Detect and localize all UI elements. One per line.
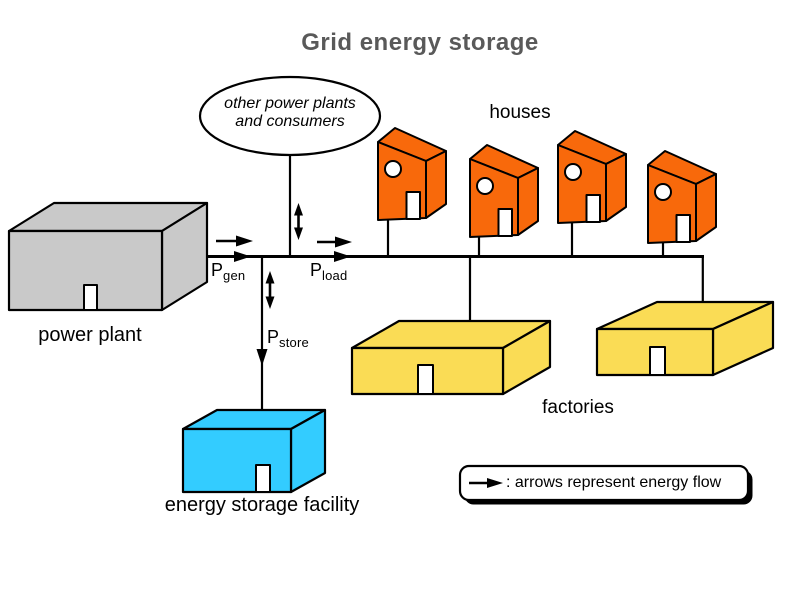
factory-1	[350, 319, 552, 396]
pgen-symbol: P	[211, 260, 224, 280]
ellipse-label-line2: and consumers	[235, 113, 345, 130]
energy-flow-arrow-icon	[469, 478, 503, 488]
factory-door	[649, 346, 666, 376]
pstore-arrowhead-icon	[256, 349, 268, 366]
page-title: Grid energy storage	[301, 29, 539, 56]
house-2	[469, 144, 539, 238]
house-door	[497, 208, 513, 237]
house-window	[476, 177, 494, 195]
factory-2	[595, 300, 775, 377]
houses-label: houses	[489, 102, 551, 123]
energy-storage-box	[181, 408, 327, 494]
pload-subscript: load	[322, 268, 348, 283]
ellipse-label-line1: other power plants	[224, 95, 356, 112]
ellipse-label: other power plants and consumers	[200, 95, 380, 131]
house-door	[585, 194, 601, 223]
energy-flow-arrows	[216, 203, 352, 366]
house-window	[384, 160, 402, 178]
pgen-bus-arrowhead-icon	[234, 251, 251, 262]
factories-group	[350, 300, 775, 396]
pload-symbol: P	[310, 260, 323, 280]
factories-label: factories	[542, 397, 614, 418]
storage-double-arrow-icon	[265, 271, 275, 309]
power-plant-label: power plant	[38, 324, 142, 346]
house-window	[564, 163, 582, 181]
legend-label: : arrows represent energy flow	[506, 474, 722, 491]
other-plants-ellipse	[198, 75, 382, 157]
house-side	[695, 173, 717, 242]
power-plant-door	[83, 284, 98, 311]
factory-door	[417, 364, 434, 395]
house-side	[517, 167, 539, 236]
pload-label: Pload	[310, 260, 347, 283]
legend-box	[458, 464, 753, 505]
storage-label: energy storage facility	[164, 494, 360, 516]
ellipse-double-arrow-icon	[294, 203, 303, 240]
pgen-flow-arrowhead-icon	[236, 235, 253, 247]
storage-front-face	[181, 427, 293, 494]
house-side	[605, 153, 627, 222]
pstore-symbol: P	[267, 327, 280, 347]
house-side	[425, 150, 447, 219]
houses-group	[377, 127, 717, 244]
house-window	[654, 183, 672, 201]
pgen-label: Pgen	[211, 260, 245, 283]
pload-flow-arrowhead-icon	[335, 236, 352, 248]
pstore-label: Pstore	[267, 327, 309, 350]
pstore-subscript: store	[279, 335, 309, 350]
pgen-subscript: gen	[223, 268, 246, 283]
house-door	[675, 214, 691, 243]
legend-box-frame	[458, 464, 750, 502]
house-door	[405, 191, 421, 220]
house-4	[647, 150, 717, 244]
power-plant-box	[7, 201, 209, 312]
house-3	[557, 130, 627, 224]
power-plant-front-face	[7, 229, 164, 312]
pload-bus-arrowhead-icon	[334, 251, 351, 262]
grid-lines	[200, 154, 704, 411]
house-1	[377, 127, 447, 221]
storage-door	[255, 464, 271, 493]
